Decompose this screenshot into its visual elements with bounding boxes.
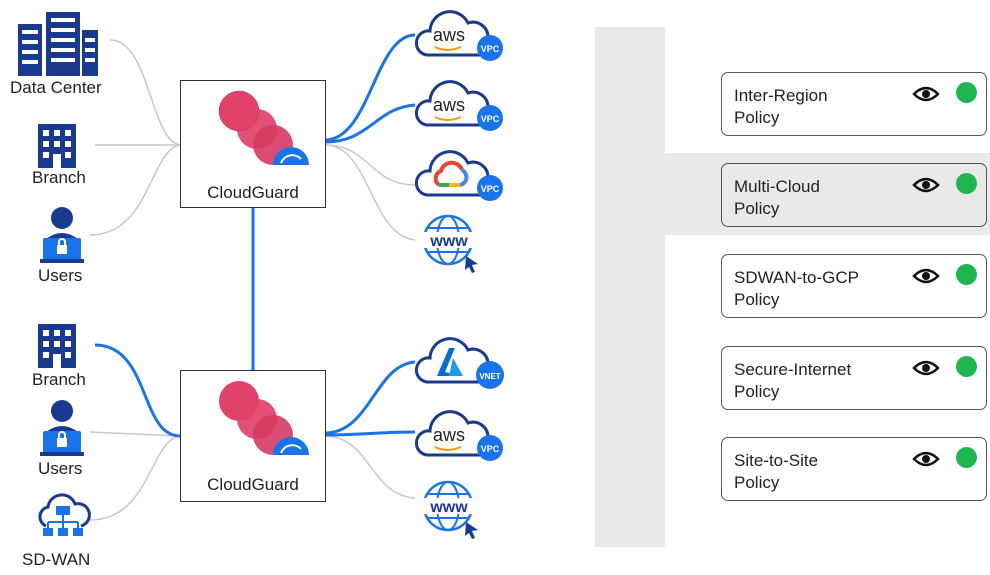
aws-vpc-cloud-icon: aws VPC — [414, 75, 505, 135]
vpn-user-icon — [38, 205, 86, 265]
aws-vpc-cloud-icon: aws VPC — [414, 405, 505, 465]
site-label-branch: Branch — [32, 168, 86, 187]
cloudguard-label: CloudGuard — [207, 475, 299, 494]
sdwan-cloud-icon — [34, 492, 92, 548]
aws-text: aws — [433, 425, 465, 445]
azure-vnet-cloud-icon: VNET — [414, 332, 505, 392]
www-text: www — [429, 499, 468, 516]
www-text: www — [429, 233, 468, 250]
eye-icon[interactable] — [912, 267, 940, 285]
cloudguard-gateway-bottom[interactable]: CloudGuard — [180, 370, 326, 502]
cloudguard-gateway-top[interactable]: CloudGuard — [180, 80, 326, 208]
aws-text: aws — [433, 25, 465, 45]
vpc-badge: VPC — [481, 114, 500, 124]
eye-icon[interactable] — [912, 359, 940, 377]
aws-text: aws — [433, 95, 465, 115]
site-label-data-center: Data Center — [10, 78, 102, 97]
data-center-icon — [16, 10, 100, 78]
cloudguard-logo-icon — [218, 90, 309, 165]
status-dot-icon — [956, 173, 977, 194]
status-dot-icon — [956, 356, 977, 377]
eye-icon[interactable] — [912, 85, 940, 103]
site-label-users: Users — [38, 266, 83, 285]
site-label-branch: Branch — [32, 370, 86, 389]
building-icon — [36, 322, 78, 368]
vnet-badge: VNET — [479, 372, 500, 381]
policy-panel-rail — [595, 27, 665, 547]
cloudguard-logo-icon — [219, 381, 309, 455]
www-globe-icon: www — [420, 478, 482, 540]
site-label-sdwan: SD-WAN — [22, 550, 91, 569]
gcp-vpc-cloud-icon: VPC — [414, 145, 505, 205]
cloudguard-label: CloudGuard — [207, 183, 299, 202]
vpc-badge: VPC — [481, 444, 500, 454]
vpc-badge: VPC — [481, 44, 500, 54]
aws-vpc-cloud-icon: aws VPC — [414, 5, 505, 65]
vpn-user-icon — [38, 398, 86, 458]
eye-icon[interactable] — [912, 176, 940, 194]
vpc-badge: VPC — [481, 184, 500, 194]
www-globe-icon: www — [420, 212, 482, 274]
site-label-users: Users — [38, 459, 83, 478]
eye-icon[interactable] — [912, 450, 940, 468]
status-dot-icon — [956, 82, 977, 103]
building-icon — [36, 122, 78, 168]
status-dot-icon — [956, 264, 977, 285]
status-dot-icon — [956, 447, 977, 468]
